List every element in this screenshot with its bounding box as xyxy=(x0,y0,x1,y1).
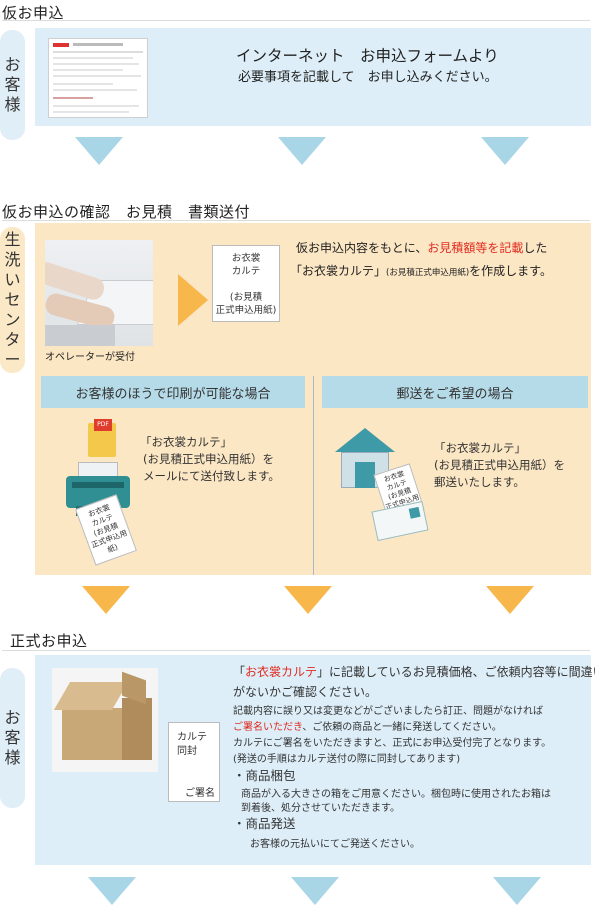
card-signature-label: ご署名 xyxy=(185,788,215,799)
pdf-file-icon: PDF xyxy=(88,419,116,457)
tab-char: お xyxy=(4,55,21,74)
section2-desc-line2: 「お衣裳カルテ」(お見積正式申込用紙)を作成します。 xyxy=(290,262,552,279)
down-arrow-icon xyxy=(278,137,326,165)
card-line: カルテ xyxy=(177,732,207,743)
bullet-shipping: ・商品発送 xyxy=(233,816,296,831)
print-option-line1: 「お衣裳カルテ」 xyxy=(140,435,232,449)
down-arrow-icon xyxy=(75,137,123,165)
section3-line1: 「お衣裳カルテ」に記載しているお見積価格、ご依頼内容等に間違い xyxy=(233,664,595,681)
bullet-packing: ・商品梱包 xyxy=(233,768,296,783)
form-screenshot-thumbnail xyxy=(48,38,148,118)
operator-caption: オペレーターが受付 xyxy=(45,352,135,363)
doc-line: (お見積 xyxy=(229,292,263,303)
cardboard-box-photo xyxy=(52,668,158,772)
section3-heading: 正式お申込 xyxy=(10,632,88,650)
line-text: 「 xyxy=(233,665,246,679)
karte-highlight: お衣裳カルテ xyxy=(245,665,318,679)
section1-customer-tab: お 客 様 xyxy=(0,30,25,140)
section3-divider xyxy=(2,650,590,651)
down-arrow-icon xyxy=(82,586,130,614)
down-arrow-icon xyxy=(284,586,332,614)
section3-line5: カルテにご署名をいただきますと、正式にお申込受付完了となります。 xyxy=(233,738,552,749)
tab-char: 洗 xyxy=(4,250,21,269)
mail-option-line1: 「お衣裳カルテ」 xyxy=(434,441,526,455)
section1-heading: 仮お申込 xyxy=(2,4,65,22)
section3-line4: ご署名いただき、ご依頼の商品と一緒に発送してください。 xyxy=(233,719,502,736)
section2-desc-line1: 仮お申込内容をもとに、お見積額等を記載した xyxy=(296,239,547,256)
tab-char: お xyxy=(4,708,21,727)
tab-char: タ xyxy=(4,330,21,349)
desc-text: 仮お申込内容をもとに、 xyxy=(296,241,428,255)
karte-doc-card: お衣裳 カルテ (お見積 正式申込用紙) xyxy=(212,245,280,322)
packing-note-line2: 到着後、処分させていただきます。 xyxy=(241,803,400,814)
tab-char: 客 xyxy=(4,728,21,747)
print-option-line3: メールにて送付致します。 xyxy=(143,469,280,483)
tab-char: ー xyxy=(4,350,21,369)
desc-highlight: お見積額等を記載 xyxy=(427,241,524,255)
doc-line: お衣裳 xyxy=(231,253,261,264)
down-arrow-icon xyxy=(291,877,339,905)
down-arrow-icon xyxy=(493,877,541,905)
section2-divider xyxy=(2,220,590,221)
section3-customer-tab: お 客 様 xyxy=(0,668,25,808)
sign-highlight: ご署名いただき xyxy=(233,722,303,733)
tab-char: い xyxy=(4,270,21,289)
down-arrow-icon xyxy=(88,877,136,905)
desc-text: を作成します。 xyxy=(469,264,552,278)
section2-heading: 仮お申込の確認 お見積 書類送付 xyxy=(2,203,251,221)
section2-center-tab: 生 洗 い セ ン タ ー xyxy=(0,227,25,373)
desc-text: 「お衣裳カルテ」 xyxy=(290,264,387,278)
mail-option-line2: (お見積正式申込用紙）を xyxy=(434,458,565,472)
desc-small: (お見積正式申込用紙) xyxy=(386,268,470,278)
desc-text: した xyxy=(523,241,548,255)
section1-line2: 必要事項を記載して お申し込みください。 xyxy=(238,70,498,85)
mail-option-line3: 郵送いたします。 xyxy=(434,475,525,489)
line-text: 、ご依頼の商品と一緒に発送してください。 xyxy=(302,722,502,733)
doc-line: 正式申込用紙) xyxy=(215,305,277,316)
doc-line: カルテ xyxy=(231,266,261,277)
tab-char: ン xyxy=(4,310,21,329)
line-text: 」に記載しているお見積価格、ご依頼内容等に間違い xyxy=(317,665,595,679)
print-option-line2: (お見積正式申込用紙）を xyxy=(143,452,274,466)
section3-line2: がないかご確認ください。 xyxy=(233,685,378,699)
operator-photo xyxy=(45,240,153,346)
mail-option-header: 郵送をご希望の場合 xyxy=(322,376,588,408)
down-arrow-icon xyxy=(486,586,534,614)
tab-char: 様 xyxy=(4,95,21,114)
down-arrow-icon xyxy=(481,137,529,165)
options-divider xyxy=(313,376,314,575)
tab-char: 生 xyxy=(4,230,21,249)
tab-char: セ xyxy=(4,290,21,309)
card-line: 同封 xyxy=(177,746,197,757)
section3-line3: 記載内容に誤り又は変更などがございましたら訂正、問題がなければ xyxy=(233,706,543,717)
right-arrow-icon xyxy=(178,274,208,326)
tab-char: 様 xyxy=(4,748,21,767)
karte-enclosed-card: カルテ 同封 ご署名 xyxy=(168,722,220,802)
tab-char: 客 xyxy=(4,75,21,94)
section1-line1: インターネット お申込フォームより xyxy=(236,47,499,65)
packing-note-line1: 商品が入る大きさの箱をご用意ください。梱包時に使用されたお箱は xyxy=(241,789,551,800)
section3-line6: (発送の手順はカルテ送付の際に同封してあります) xyxy=(233,754,461,765)
section1-divider xyxy=(2,20,590,21)
print-option-header: お客様のほうで印刷が可能な場合 xyxy=(41,376,305,408)
shipping-note: お客様の元払いにてご発送ください。 xyxy=(250,839,420,850)
